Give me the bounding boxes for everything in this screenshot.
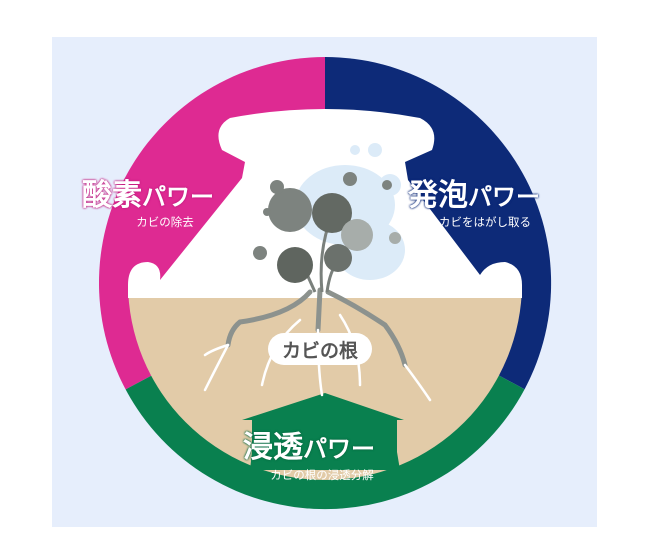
foam-power-title: 発泡パワー xyxy=(408,170,540,214)
oxygen-power-title: 酸素パワー xyxy=(82,170,214,214)
penetration-arrow xyxy=(242,393,404,470)
title-kana: パワー xyxy=(142,183,214,211)
title-kanji: 発泡 xyxy=(408,178,468,213)
mold-roots xyxy=(225,287,408,368)
title-kanji: 浸透 xyxy=(243,430,303,465)
mold-spores xyxy=(253,172,401,283)
title-kana: パワー xyxy=(468,183,540,211)
mold-root-label: カビの根 xyxy=(268,333,372,365)
oxygen-power-subtitle: カビの除去 xyxy=(136,215,194,229)
penetration-power-subtitle: カビの根の浸透分解 xyxy=(270,468,374,482)
title-kana: パワー xyxy=(303,435,375,463)
foam-power-subtitle: カビをはがし取る xyxy=(439,215,531,229)
title-kanji: 酸素 xyxy=(82,178,142,213)
penetration-power-title: 浸透パワー xyxy=(243,422,375,466)
